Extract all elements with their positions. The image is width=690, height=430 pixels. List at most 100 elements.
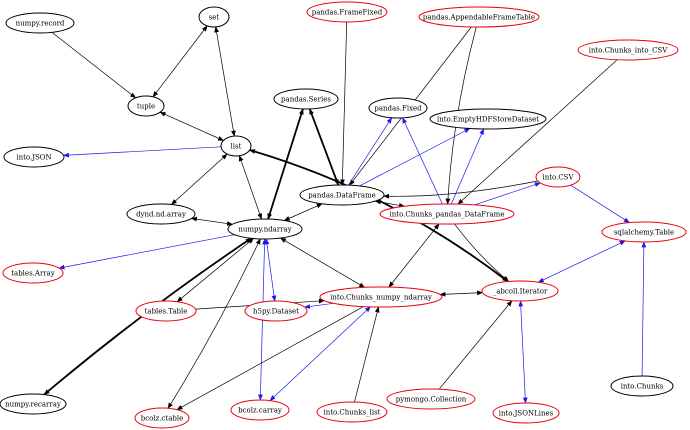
node-label: into.Chunks_pandas_DataFrame bbox=[390, 210, 505, 218]
node-bcolz-carray: bcolz.carray bbox=[230, 399, 290, 421]
node-label: tables.Table bbox=[145, 307, 188, 315]
node-ellipse bbox=[418, 6, 540, 28]
edge-list-to-dynd-array bbox=[171, 153, 228, 205]
node-tables-table: tables.Table bbox=[135, 300, 197, 322]
node-label: numpy.record bbox=[16, 19, 65, 27]
edge-tuple-to-list bbox=[159, 111, 225, 141]
node-ellipse bbox=[127, 95, 165, 117]
node-ellipse bbox=[492, 402, 560, 424]
edge-into-chunks-into-csv-to-into-chunks-pandas-dataframe bbox=[457, 59, 618, 205]
node-label: pandas.DataFrame bbox=[308, 191, 376, 199]
node-ellipse bbox=[0, 393, 67, 415]
node-ellipse bbox=[230, 399, 290, 421]
edge-pandas-dataframe-to-into-chunks-pandas-dataframe bbox=[374, 199, 405, 208]
node-ellipse bbox=[5, 12, 75, 34]
edge-into-chunks-list-to-into-chunks-numpy-ndarray bbox=[354, 306, 380, 403]
node-pandas-fixed: pandas.Fixed bbox=[368, 97, 428, 119]
node-label: list bbox=[231, 142, 242, 150]
edge-numpy-ndarray-to-pandas-series bbox=[267, 108, 304, 220]
node-ellipse bbox=[610, 375, 674, 397]
node-into-chunks-list: into.Chunks_list bbox=[316, 401, 388, 423]
edge-into-chunks-pandas-dataframe-to-abcoll-iterator bbox=[454, 223, 510, 282]
edge-pandas-series-to-pandas-dataframe bbox=[308, 108, 340, 186]
node-into-emptyhdfstoredataset: into.EmptyHDFStoreDataset bbox=[429, 108, 547, 130]
node-ellipse bbox=[198, 6, 230, 28]
node-label: sqlalchemy.Table bbox=[614, 228, 674, 236]
node-ellipse bbox=[306, 1, 388, 23]
node-label: _abcoll.Iterator bbox=[493, 287, 548, 295]
node-ellipse bbox=[319, 286, 443, 308]
node-label: into.EmptyHDFStoreDataset bbox=[437, 115, 539, 123]
edge-into-chunks-numpy-ndarray-to-bcolz-carray bbox=[269, 306, 371, 402]
edge-into-chunks-pandas-dataframe-to-into-emptyhdfstoredataset bbox=[450, 128, 485, 205]
node-ellipse bbox=[299, 184, 385, 206]
edge-numpy-ndarray-to-into-chunks-numpy-ndarray bbox=[279, 237, 366, 288]
node-into-jsonlines: into.JSONLines bbox=[492, 402, 560, 424]
node-dynd-array: dynd.nd.array bbox=[126, 203, 196, 225]
node-numpy-record: numpy.record bbox=[5, 12, 75, 34]
edge-numpy-ndarray-to-pandas-dataframe bbox=[283, 203, 323, 221]
edge-pandas-dataframe-to-pandas-fixed bbox=[348, 117, 393, 186]
node-label: into.Chunks_into_CSV bbox=[589, 46, 669, 54]
node-ellipse bbox=[316, 401, 388, 423]
node-ellipse bbox=[481, 280, 559, 302]
edge-list-to-into-json bbox=[63, 146, 222, 158]
node-into-csv: into.CSV bbox=[535, 166, 581, 188]
edge-into-csv-to-pandas-dataframe bbox=[383, 180, 538, 199]
node-label: numpy.recarray bbox=[5, 400, 61, 408]
node-list: list bbox=[220, 135, 252, 157]
node-pandas-dataframe: pandas.DataFrame bbox=[299, 184, 385, 206]
node-pandas-series: pandas.Series bbox=[273, 88, 339, 110]
node-set: set bbox=[198, 6, 230, 28]
node-ellipse bbox=[386, 388, 476, 410]
node-label: into.JSON bbox=[16, 153, 51, 161]
node-label: pandas.FrameFixed bbox=[312, 8, 383, 16]
node-label: tuple bbox=[137, 102, 155, 110]
node-sqlalchemy-table: sqlalchemy.Table bbox=[601, 221, 687, 243]
edge-pandas-framefixed-to-pandas-dataframe bbox=[340, 21, 348, 186]
edge-abcoll-iterator-to-sqlalchemy-table bbox=[537, 240, 626, 283]
edge-list-to-numpy-ndarray bbox=[238, 155, 262, 220]
node-label: pandas.Fixed bbox=[374, 104, 422, 112]
node-tables-array: tables.Array bbox=[2, 262, 64, 284]
node-into-json: into.JSON bbox=[3, 146, 65, 168]
node-tuple: tuple bbox=[127, 95, 165, 117]
node-label: pandas.AppendableFrameTable bbox=[423, 13, 535, 21]
edge-into-chunks-numpy-ndarray-to-h5py-dataset bbox=[304, 302, 334, 309]
edge-numpy-record-to-tuple bbox=[51, 32, 137, 99]
edge-into-chunks-pandas-dataframe-to-into-csv bbox=[474, 182, 541, 206]
node-ellipse bbox=[135, 300, 197, 322]
edge-into-chunks-numpy-ndarray-to-bcolz-ctable bbox=[176, 306, 364, 411]
node-ellipse bbox=[227, 218, 303, 240]
node-ellipse bbox=[379, 203, 515, 225]
node-ellipse bbox=[601, 221, 687, 243]
node-ellipse bbox=[3, 146, 65, 168]
node-into-chunks-pandas-dataframe: into.Chunks_pandas_DataFrame bbox=[379, 203, 515, 225]
node-ellipse bbox=[429, 108, 547, 130]
node-ellipse bbox=[368, 97, 428, 119]
node-label: into.CSV bbox=[542, 173, 574, 181]
edge-into-chunks-numpy-ndarray-to-abcoll-iterator bbox=[439, 290, 484, 297]
edge-into-jsonlines-to-abcoll-iterator bbox=[518, 300, 528, 404]
edge-into-chunks-pandas-dataframe-to-into-chunks-numpy-ndarray bbox=[388, 223, 440, 288]
edge-pandas-dataframe-to-into-emptyhdfstoredataset bbox=[359, 128, 471, 187]
edge-numpy-ndarray-to-tables-table bbox=[176, 238, 254, 303]
node-ellipse bbox=[126, 203, 196, 225]
node-ellipse bbox=[134, 407, 190, 429]
edge-numpy-ndarray-to-tables-array bbox=[58, 234, 235, 270]
node-label: numpy.ndarray bbox=[238, 225, 291, 233]
node-abcoll-iterator: _abcoll.Iterator bbox=[481, 280, 559, 302]
node-label: into.Chunks_numpy_ndarray bbox=[330, 293, 432, 301]
node-label: tables.Array bbox=[11, 269, 55, 277]
node-ellipse bbox=[577, 39, 679, 61]
node-bcolz-ctable: bcolz.ctable bbox=[134, 407, 190, 429]
edge-numpy-ndarray-to-h5py-dataset bbox=[264, 238, 277, 302]
node-into-chunks: into.Chunks bbox=[610, 375, 674, 397]
node-numpy-recarray: numpy.recarray bbox=[0, 393, 67, 415]
node-pymongo-collection: pymongo.Collection bbox=[386, 388, 476, 410]
node-ellipse bbox=[2, 262, 64, 284]
node-pandas-appendableframetable: pandas.AppendableFrameTable bbox=[418, 6, 540, 28]
node-pandas-framefixed: pandas.FrameFixed bbox=[306, 1, 388, 23]
